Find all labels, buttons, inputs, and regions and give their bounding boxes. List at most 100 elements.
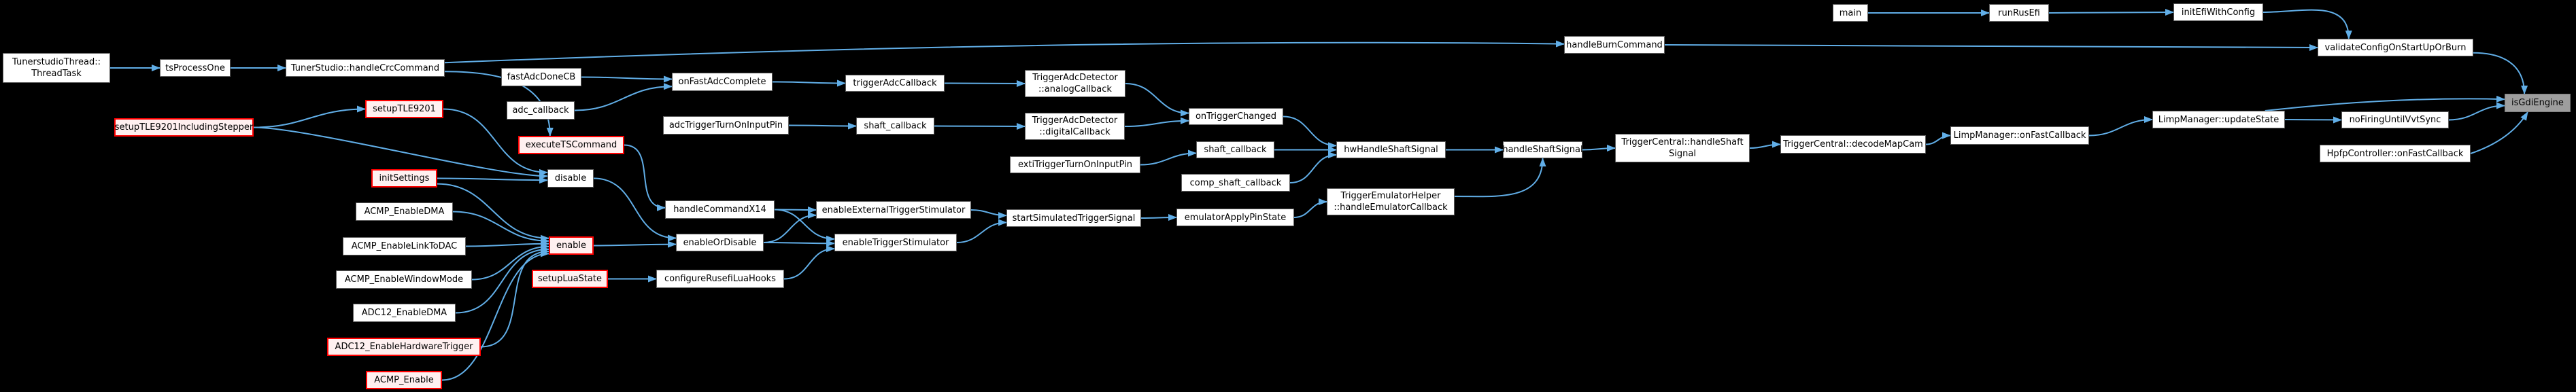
graph-node-label: ADC12_EnableHardwareTrigger bbox=[335, 342, 473, 352]
call-edge-adc12hw-to-enable bbox=[480, 248, 549, 348]
call-edge-initsettings-to-enable bbox=[437, 183, 549, 242]
graph-node-handlex14[interactable]: handleCommandX14 bbox=[665, 200, 775, 219]
graph-node-compshaftcb[interactable]: comp_shaft_callback bbox=[1181, 174, 1290, 192]
graph-node-onfastadc[interactable]: onFastAdcComplete bbox=[672, 73, 773, 91]
graph-node-acmpwindow[interactable]: ACMP_EnableWindowMode bbox=[336, 270, 472, 289]
graph-node-main[interactable]: main bbox=[1833, 4, 1868, 22]
graph-node-label: startSimulatedTriggerSignal bbox=[1012, 213, 1136, 224]
graph-node-nofiring[interactable]: noFiringUntilVvtSync bbox=[2341, 111, 2449, 128]
graph-node-enableordisable[interactable]: enableOrDisable bbox=[676, 234, 764, 251]
graph-node-label: comp_shaft_callback bbox=[1189, 177, 1282, 188]
graph-node-label: shaft_callback bbox=[864, 121, 927, 131]
graph-node-label: hwHandleShaftSignal bbox=[1344, 145, 1438, 155]
graph-node-adctrigger[interactable]: adcTriggerTurnOnInputPin bbox=[663, 116, 789, 135]
graph-node-enableext[interactable]: enableExternalTriggerStimulator bbox=[816, 201, 971, 219]
graph-node-startsim[interactable]: startSimulatedTriggerSignal bbox=[1006, 209, 1141, 227]
graph-node-label: LimpManager::updateState bbox=[2158, 114, 2280, 125]
graph-node-enabletrig[interactable]: enableTriggerStimulator bbox=[834, 234, 957, 251]
graph-node-label: extiTriggerTurnOnInputPin bbox=[1017, 160, 1133, 170]
graph-node-label: TriggerAdcDetector bbox=[1032, 73, 1118, 83]
graph-node-label: TriggerCentral::decodeMapCam bbox=[1783, 139, 1923, 149]
graph-node-tsprocessone[interactable]: tsProcessOne bbox=[160, 59, 231, 77]
call-edge-handlex14-to-enabletrig bbox=[774, 209, 835, 243]
graph-node-enable[interactable]: enable bbox=[549, 236, 594, 255]
graph-node-label: ACMP_EnableDMA bbox=[364, 207, 445, 217]
graph-node-initsettings[interactable]: initSettings bbox=[371, 169, 437, 188]
call-edge-runrusefi-to-initefi bbox=[2048, 9, 2174, 16]
graph-node-triggeradccb[interactable]: triggerAdcCallback bbox=[845, 75, 945, 92]
call-edge-executets-to-handlex14 bbox=[624, 144, 666, 211]
graph-node-extitrigger[interactable]: extiTriggerTurnOnInputPin bbox=[1010, 156, 1140, 173]
graph-node-hpfp[interactable]: HpfpController::onFastCallback bbox=[2320, 145, 2471, 162]
graph-node-label: enable bbox=[556, 240, 587, 251]
call-edge-limponfast-to-limpupdate bbox=[2088, 116, 2153, 137]
graph-node-label: initEfiWithConfig bbox=[2181, 7, 2256, 18]
graph-node-label: setupLuaState bbox=[538, 274, 602, 284]
call-edge-acmpwindow-to-enable bbox=[471, 243, 549, 281]
graph-node-label: Signal bbox=[1669, 149, 1696, 159]
call-edge-handlecrc-to-handleburn bbox=[444, 40, 1565, 64]
call-edge-limpupdate-to-isgdi bbox=[2265, 95, 2505, 111]
graph-node-label: HpfpController::onFastCallback bbox=[2326, 148, 2464, 159]
graph-node-limponfast[interactable]: LimpManager::onFastCallback bbox=[1950, 126, 2089, 145]
graph-node-handleshaft[interactable]: handleShaftSignal bbox=[1502, 141, 1583, 158]
graph-node-label: tsProcessOne bbox=[165, 63, 225, 73]
graph-node-label: onFastAdcComplete bbox=[678, 77, 766, 87]
graph-node-shaftcb2[interactable]: shaft_callback bbox=[1196, 141, 1274, 158]
graph-node-fastadcdone[interactable]: fastAdcDoneCB bbox=[501, 68, 581, 86]
graph-node-threadtask[interactable]: TunerstudioThread::ThreadTask bbox=[3, 53, 110, 83]
graph-node-adc12hw[interactable]: ADC12_EnableHardwareTrigger bbox=[327, 338, 481, 356]
graph-node-analogcb[interactable]: TriggerAdcDetector::analogCallback bbox=[1025, 70, 1125, 97]
graph-node-label: enableOrDisable bbox=[683, 237, 757, 248]
graph-node-shaftcb1[interactable]: shaft_callback bbox=[856, 118, 934, 135]
call-edge-extitrigger-to-shaftcb2 bbox=[1140, 149, 1197, 166]
graph-node-acmplink[interactable]: ACMP_EnableLinkToDAC bbox=[343, 237, 466, 255]
graph-node-label: TriggerAdcDetector bbox=[1032, 115, 1118, 126]
call-edge-fastadcdone-to-onfastadc bbox=[581, 75, 673, 83]
graph-node-validate[interactable]: validateConfigOnStartUpOrBurn bbox=[2318, 39, 2473, 56]
graph-node-setuptlestepper[interactable]: setupTLE9201IncludingStepper bbox=[114, 118, 254, 137]
call-edge-temulhelper-to-handleshaft bbox=[1454, 158, 1546, 198]
call-edge-configlua-to-enabletrig bbox=[783, 245, 835, 280]
graph-node-label: adc_callback bbox=[512, 105, 569, 115]
graph-node-label: shaft_callback bbox=[1204, 145, 1267, 155]
graph-node-adccb[interactable]: adc_callback bbox=[507, 101, 575, 120]
graph-node-label: noFiringUntilVvtSync bbox=[2349, 115, 2441, 125]
graph-node-initefi[interactable]: initEfiWithConfig bbox=[2173, 3, 2263, 21]
graph-node-emulapply[interactable]: emulatorApplyPinState bbox=[1176, 209, 1294, 226]
graph-node-ontriggerchanged[interactable]: onTriggerChanged bbox=[1189, 108, 1283, 125]
call-edge-enableordisable-to-enableext bbox=[763, 211, 817, 243]
graph-node-disable[interactable]: disable bbox=[547, 169, 594, 188]
graph-node-executets[interactable]: executeTSCommand bbox=[518, 136, 624, 154]
graph-node-setuptle[interactable]: setupTLE9201 bbox=[365, 100, 443, 118]
graph-node-acmpenable[interactable]: ACMP_Enable bbox=[366, 371, 442, 389]
graph-node-label: handleShaftSignal bbox=[1502, 145, 1583, 155]
graph-node-digitalcb[interactable]: TriggerAdcDetector::digitalCallback bbox=[1025, 113, 1125, 140]
graph-node-label: ADC12_EnableDMA bbox=[361, 308, 447, 318]
call-edge-tchandleshaft-to-decodemapcam bbox=[1749, 141, 1781, 149]
graph-node-label: TriggerEmulatorHelper bbox=[1340, 191, 1441, 201]
graph-node-temulhelper[interactable]: TriggerEmulatorHelper::handleEmulatorCal… bbox=[1327, 188, 1455, 215]
graph-node-isgdi[interactable]: isGdiEngine bbox=[2505, 94, 2571, 112]
graph-node-label: ::handleEmulatorCallback bbox=[1334, 202, 1448, 213]
graph-node-runrusefi[interactable]: runRusEfi bbox=[1989, 4, 2049, 22]
graph-node-hwhandleshaft[interactable]: hwHandleShaftSignal bbox=[1336, 141, 1446, 158]
call-edge-shaftcb1-to-digitalcb bbox=[934, 122, 1026, 130]
graph-node-adc12dma[interactable]: ADC12_EnableDMA bbox=[353, 304, 456, 322]
graph-node-limpupdate[interactable]: LimpManager::updateState bbox=[2152, 111, 2285, 128]
graph-node-handleburn[interactable]: handleBurnCommand bbox=[1564, 36, 1665, 54]
call-edge-disable-to-enableordisable bbox=[593, 177, 677, 242]
call-edge-initefi-to-validate bbox=[2263, 9, 2352, 39]
graph-node-label: initSettings bbox=[379, 173, 430, 183]
graph-node-configlua[interactable]: configureRusefiLuaHooks bbox=[656, 270, 784, 288]
graph-node-acmpdma[interactable]: ACMP_EnableDMA bbox=[356, 202, 453, 221]
call-edge-startsim-to-emulapply bbox=[1140, 214, 1177, 221]
graph-node-setuplua[interactable]: setupLuaState bbox=[532, 270, 608, 288]
graph-node-decodemapcam[interactable]: TriggerCentral::decodeMapCam bbox=[1780, 135, 1926, 154]
call-edge-digitalcb-to-ontriggerchanged bbox=[1124, 117, 1189, 127]
graph-node-label: ACMP_EnableWindowMode bbox=[344, 274, 464, 285]
graph-node-handlecrc[interactable]: TunerStudio::handleCrcCommand bbox=[286, 59, 445, 77]
call-edge-adc12dma-to-enable bbox=[455, 245, 549, 314]
